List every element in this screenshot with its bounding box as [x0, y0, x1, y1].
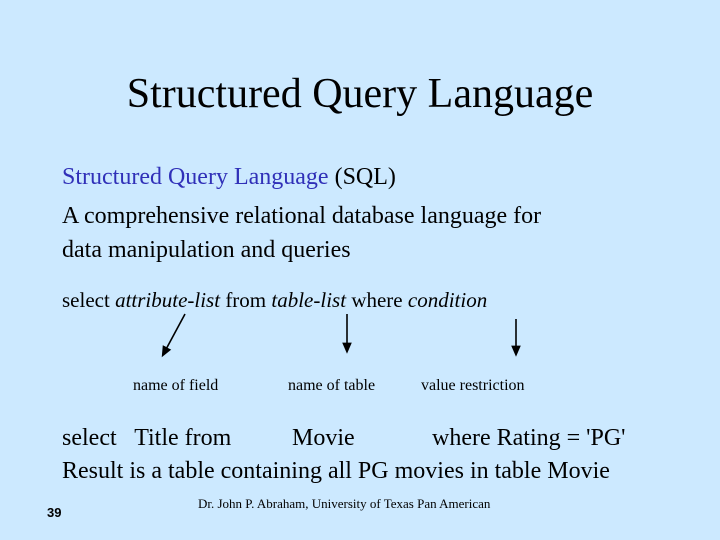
slide-title: Structured Query Language	[126, 71, 594, 117]
kw-select: select	[62, 288, 110, 312]
sql-term: Structured Query Language	[62, 164, 329, 190]
sql-abbr: (SQL)	[334, 164, 396, 190]
label-field: name of field	[133, 377, 219, 394]
kw-where: where	[351, 288, 403, 312]
label-table: name of table	[288, 377, 376, 394]
slide-number: 39	[47, 505, 62, 520]
result-line: Result is a table containing all PG movi…	[62, 458, 610, 484]
example-where: where Rating = 'PG'	[432, 425, 626, 451]
label-value: value restriction	[421, 377, 525, 394]
attribute-list: attribute-list	[115, 288, 221, 312]
definition-line-1: A comprehensive relational database lang…	[62, 203, 542, 229]
example-table: Movie	[292, 425, 355, 451]
syntax-line: select attribute-list from table-list wh…	[62, 288, 487, 313]
footer-credit: Dr. John P. Abraham, University of Texas…	[198, 496, 491, 511]
example-select: select Title from	[62, 425, 232, 451]
condition: condition	[407, 288, 488, 312]
definition-line-2: data manipulation and queries	[62, 237, 351, 263]
arrow-field	[161, 313, 186, 358]
sql-heading: Structured Query Language (SQL)	[62, 164, 396, 191]
table-list: table-list	[271, 288, 347, 312]
kw-from: from	[225, 288, 267, 312]
